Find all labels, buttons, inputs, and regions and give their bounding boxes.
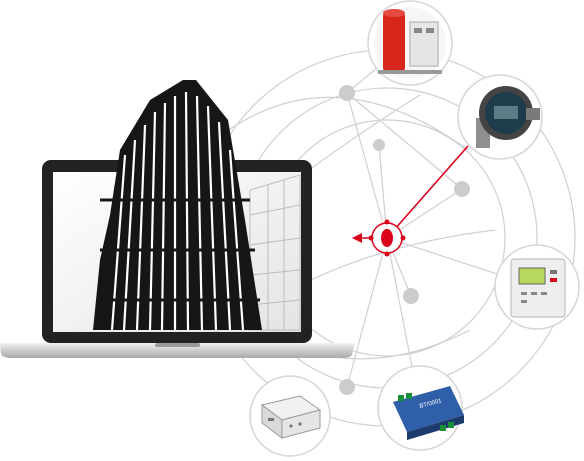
network-node bbox=[339, 85, 355, 101]
central-hub bbox=[352, 145, 469, 257]
network-node bbox=[403, 288, 419, 304]
device-small-gateway-box bbox=[249, 375, 331, 457]
network-nodes bbox=[339, 85, 470, 395]
network-node bbox=[339, 379, 355, 395]
device-blue-io-module: BT/0001 bbox=[377, 365, 464, 451]
device-fire-pump-cabinet bbox=[367, 0, 453, 86]
network-node bbox=[373, 139, 385, 151]
module-label: BT/0001 bbox=[419, 398, 443, 410]
skyscraper-image bbox=[93, 80, 262, 331]
device-wall-controller bbox=[494, 244, 580, 330]
arrow-left-icon bbox=[352, 233, 362, 243]
laptop-base bbox=[0, 343, 355, 358]
device-round-gauge-sensor bbox=[457, 74, 543, 160]
network-node bbox=[454, 181, 470, 197]
